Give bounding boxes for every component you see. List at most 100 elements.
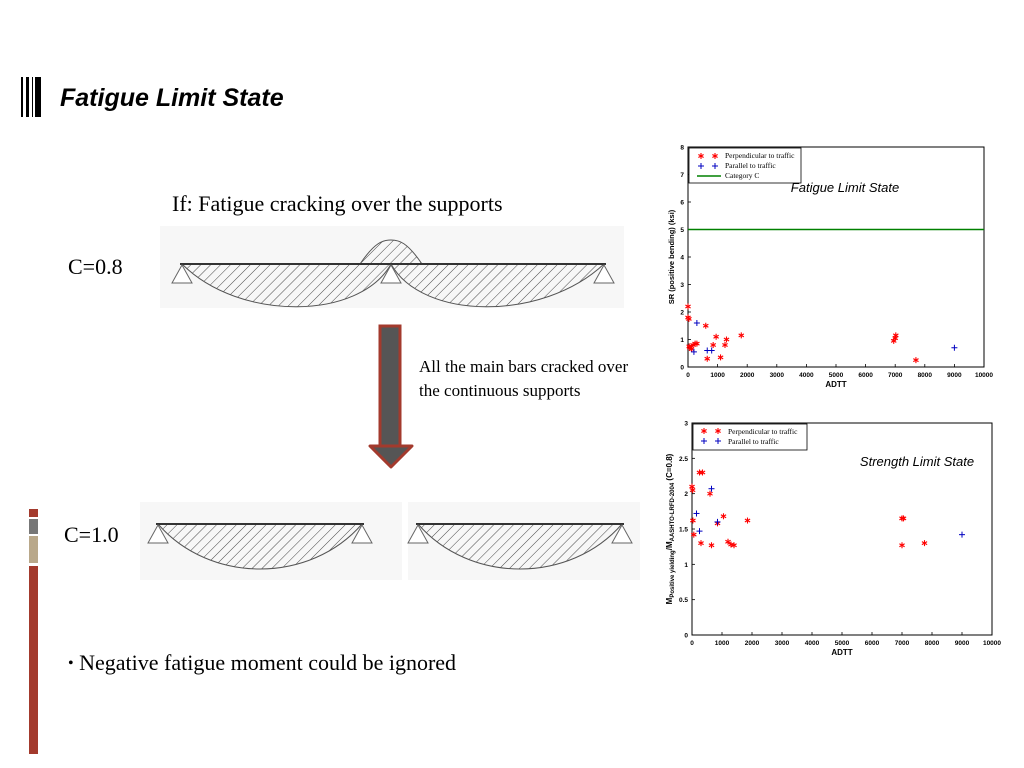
title-marker-icon (21, 77, 41, 117)
x-tick-label: 8000 (918, 372, 933, 379)
chart-title: Fatigue Limit State (791, 180, 899, 195)
data-point-perpendicular (713, 333, 720, 340)
legend-label: Perpendicular to traffic (728, 427, 798, 436)
bullet-mark: • (68, 655, 74, 672)
legend-plus-icon (698, 163, 704, 169)
x-tick-label: 1000 (715, 640, 730, 647)
data-point-perpendicular (720, 513, 727, 520)
y-tick-label: 1.5 (679, 527, 688, 534)
y-tick-label: 2 (680, 310, 684, 317)
x-tick-label: 5000 (829, 372, 844, 379)
data-point-parallel (693, 510, 700, 517)
data-point-perpendicular (899, 542, 905, 549)
simple-span-beam-diagram (140, 502, 640, 580)
data-point-perpendicular (704, 355, 711, 362)
y-tick-label: 3 (684, 421, 688, 428)
x-tick-label: 8000 (925, 640, 940, 647)
accent-bar-long (29, 566, 38, 754)
x-tick-label: 9000 (955, 640, 970, 647)
legend-label: Perpendicular to traffic (725, 151, 795, 160)
data-point-perpendicular (702, 322, 709, 329)
x-tick-label: 4000 (805, 640, 820, 647)
bullet-text: Negative fatigue moment could be ignored (79, 650, 457, 675)
x-tick-label: 2000 (740, 372, 755, 379)
y-tick-label: 0.5 (679, 597, 688, 604)
y-tick-label: 3 (680, 282, 684, 289)
y-tick-label: 1 (684, 562, 688, 569)
y-axis-label: MPositive yielding/MAASHTO-LRFD-2004 (C=… (665, 453, 676, 604)
y-tick-label: 4 (680, 255, 684, 262)
y-tick-label: 1 (680, 337, 684, 344)
x-tick-label: 0 (686, 372, 690, 379)
x-tick-label: 4000 (799, 372, 814, 379)
y-tick-label: 0 (684, 633, 688, 640)
legend-label: Category C (725, 171, 759, 180)
x-tick-label: 9000 (947, 372, 962, 379)
accent-bar-gray (29, 519, 38, 534)
data-point-parallel (951, 344, 958, 351)
y-tick-label: 2 (684, 491, 688, 498)
data-point-parallel (690, 348, 697, 355)
legend: Perpendicular to traffic Parallel to tra… (692, 423, 808, 451)
accent-bar-tan (29, 536, 38, 563)
data-point-parallel (714, 518, 721, 525)
x-tick-label: 6000 (858, 372, 873, 379)
data-point-perpendicular (690, 531, 697, 538)
x-axis-label: ADTT (825, 380, 846, 389)
data-point-parallel (708, 347, 715, 354)
data-point-parallel (696, 528, 703, 535)
legend-asterisk-icon (698, 153, 704, 159)
x-tick-label: 2000 (745, 640, 760, 647)
y-tick-label: 2.5 (679, 456, 688, 463)
condition-heading: If: Fatigue cracking over the supports (172, 191, 503, 216)
arrow-note: All the main bars cracked over the conti… (419, 357, 629, 400)
data-point-parallel (959, 531, 965, 538)
data-point-perpendicular (744, 517, 751, 524)
data-point-perpendicular (693, 340, 700, 347)
data-point-perpendicular (689, 483, 695, 490)
chart-title: Strength Limit State (860, 454, 974, 469)
x-tick-label: 1000 (710, 372, 725, 379)
data-point-perpendicular (722, 342, 728, 348)
x-tick-label: 5000 (835, 640, 850, 647)
data-point-perpendicular (913, 357, 919, 364)
data-point-perpendicular (696, 469, 703, 476)
legend-label: Parallel to traffic (728, 437, 779, 446)
x-axis-label: ADTT (831, 648, 852, 657)
data-point-perpendicular (731, 542, 737, 549)
data-point-perpendicular (699, 469, 706, 476)
bullet-point: • Negative fatigue moment could be ignor… (68, 650, 456, 676)
legend-plus-icon (701, 438, 707, 444)
x-tick-label: 3000 (775, 640, 790, 647)
legend: Perpendicular to traffic Parallel to tra… (688, 147, 802, 184)
data-point-perpendicular (723, 336, 730, 343)
down-arrow-icon (368, 324, 414, 469)
data-point-perpendicular (725, 538, 731, 545)
c-value-bottom: C=1.0 (64, 522, 119, 547)
c-value-top: C=0.8 (68, 254, 123, 279)
data-point-perpendicular (717, 354, 724, 361)
continuous-beam-diagram (160, 226, 624, 308)
data-point-perpendicular (698, 540, 704, 547)
data-point-perpendicular (707, 490, 713, 497)
x-tick-label: 7000 (888, 372, 903, 379)
data-point-parallel (693, 320, 700, 326)
x-tick-label: 6000 (865, 640, 880, 647)
legend-plus-icon (715, 438, 721, 444)
legend-asterisk-icon (715, 428, 721, 434)
y-tick-label: 7 (680, 172, 684, 179)
x-tick-label: 10000 (983, 640, 1001, 647)
legend-asterisk-icon (701, 428, 707, 434)
data-point-perpendicular (738, 332, 745, 339)
legend-asterisk-icon (712, 153, 718, 159)
data-point-perpendicular (708, 542, 715, 549)
data-point-perpendicular (710, 342, 717, 348)
x-tick-label: 0 (690, 640, 694, 647)
data-point-perpendicular (892, 332, 899, 339)
data-point-perpendicular (921, 540, 928, 547)
y-tick-label: 8 (680, 145, 684, 152)
x-tick-label: 3000 (770, 372, 785, 379)
legend-label: Parallel to traffic (725, 161, 776, 170)
